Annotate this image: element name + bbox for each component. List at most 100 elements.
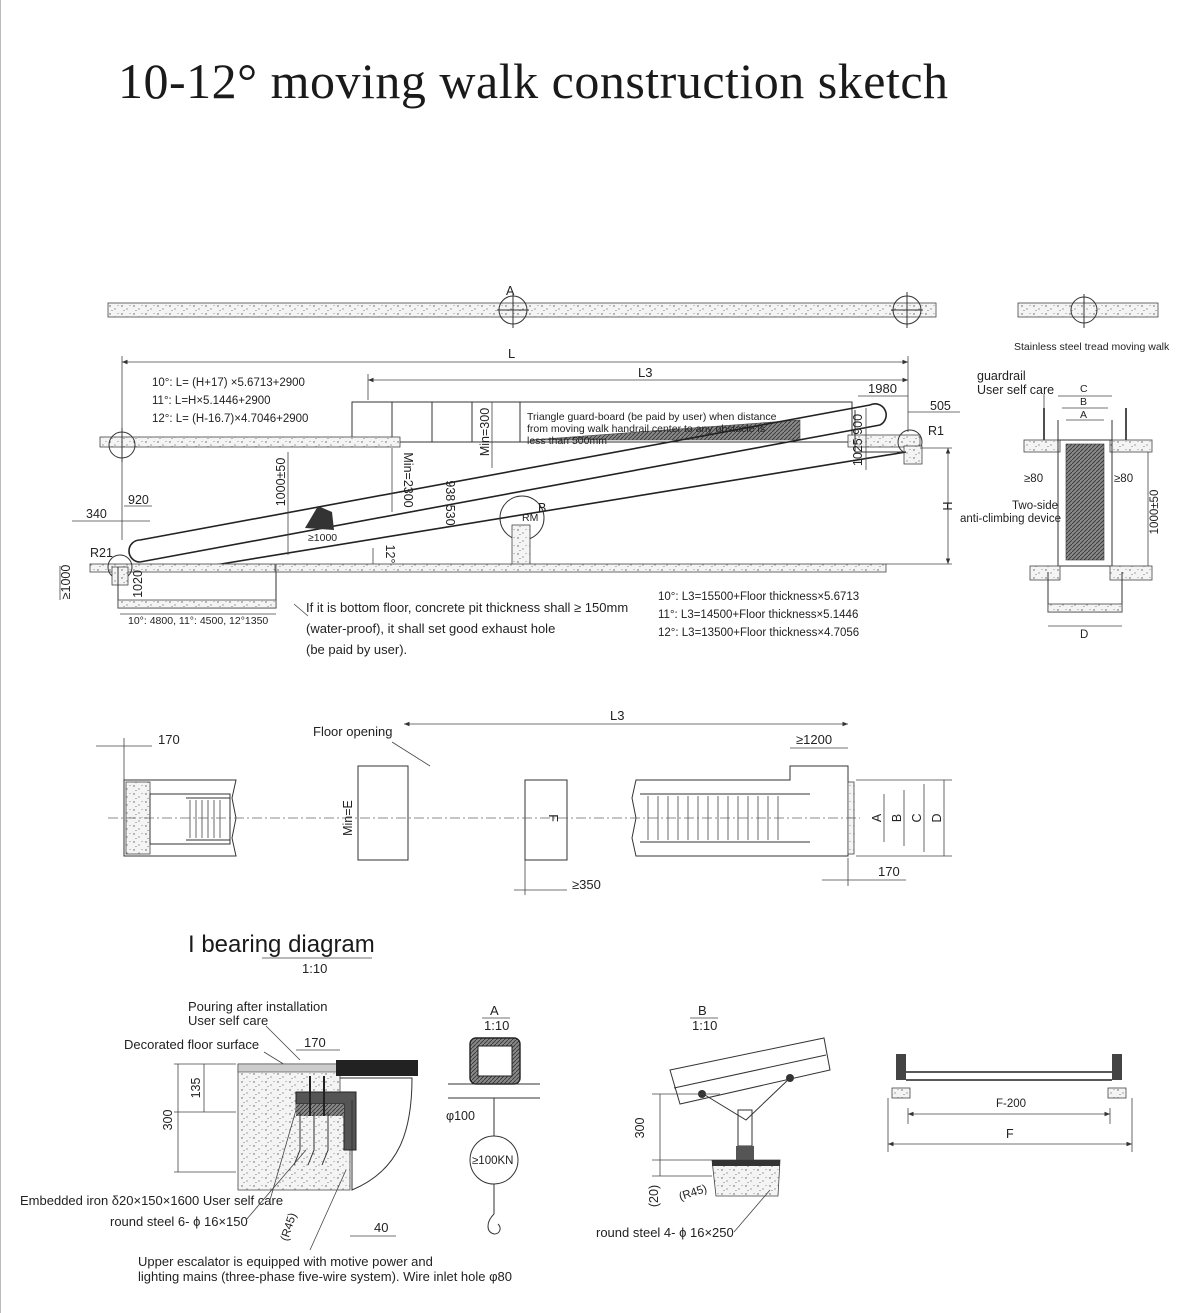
l3-formula-12deg: 12°: L3=13500+Floor thickness×4.7056 [658, 627, 859, 639]
bearing-slab [237, 1063, 351, 1191]
label-505: 505 [930, 399, 951, 413]
detail-b: B 1:10 300 (20) (R45) round steel 4- ϕ 1… [596, 1003, 831, 1240]
bearing-pouring: Pouring after installation [188, 999, 327, 1014]
pit-note-1: If it is bottom floor, concrete pit thic… [306, 600, 628, 615]
plan-l3: L3 [610, 708, 624, 723]
label-bottom-span: 10°: 4800, 11°: 4500, 12°1350 [128, 615, 268, 627]
plan-c: C [910, 813, 924, 822]
triangle-guard-board [529, 419, 801, 441]
plan-floor-opening: Floor opening [313, 724, 393, 739]
label-l3: L3 [638, 365, 652, 380]
bearing-embedded: Embedded iron δ20×150×1600 User self car… [20, 1193, 283, 1208]
side-section: Stainless steel tread moving walk guardr… [960, 294, 1170, 641]
detail-a: A 1:10 φ100 ≥100KN [446, 1003, 540, 1235]
side-title: Stainless steel tread moving walk [1014, 341, 1170, 353]
truss-handrail-line [139, 424, 881, 563]
side-label-c: C [1080, 383, 1088, 395]
bearing-truss-top [336, 1060, 418, 1076]
truss-top-line [139, 404, 871, 541]
label-1000-50: 1000±50 [274, 458, 288, 507]
side-label-d: D [1080, 629, 1088, 641]
detail-b-label: B [698, 1003, 707, 1018]
guard-note-1: Triangle guard-board (be paid by user) w… [527, 411, 777, 423]
pit-note-2: (water-proof), it shall set good exhaust… [306, 621, 555, 636]
wedge-block [305, 506, 334, 530]
pit-note-3: (be paid by user). [306, 642, 407, 657]
support-view: F-200 F [887, 1054, 1133, 1152]
plan-gt1200: ≥1200 [796, 732, 832, 747]
side-label-a: A [1080, 409, 1087, 421]
bearing-scale: 1:10 [302, 961, 327, 976]
guard-note-2: from moving walk handrail center to any … [527, 423, 765, 435]
plan-170-right: 170 [878, 864, 900, 879]
side-guardrail: guardrail [977, 369, 1026, 383]
label-ge1000-v: ≥1000 [59, 565, 73, 600]
label-1020: 1020 [131, 570, 145, 598]
plan-view: 170 Floor opening L3 ≥1200 Min=E [96, 708, 952, 895]
label-l: L [508, 346, 515, 361]
label-1025-900: 1025 900 [851, 414, 865, 466]
formula-11deg: 11°: L=H×5.1446+2900 [152, 395, 271, 407]
label-920: 920 [128, 493, 149, 507]
plan-b: B [890, 814, 904, 822]
label-340: 340 [86, 507, 107, 521]
side-two-side: Two-side [1012, 500, 1058, 512]
side-user-self-care: User self care [977, 383, 1054, 397]
detail-b-20: (20) [647, 1185, 661, 1207]
page-border [0, 0, 1, 1313]
label-b: B [538, 501, 546, 515]
formula-10deg: 10°: L= (H+17) ×5.6713+2900 [152, 377, 305, 389]
side-1000-50: 1000±50 [1149, 490, 1161, 535]
detail-a-load: ≥100KN [472, 1155, 513, 1167]
plan-d: D [930, 813, 944, 822]
bearing-300: 300 [161, 1110, 175, 1131]
l3-formula-11deg: 11°: L3=14500+Floor thickness×5.1446 [658, 609, 858, 621]
label-12deg: 12° [383, 545, 397, 564]
plan-mid-support [524, 779, 568, 861]
detail-b-scale: 1:10 [692, 1018, 717, 1033]
bearing-user-self-care: User self care [188, 1013, 268, 1028]
side-gt80-right: ≥80 [1114, 473, 1133, 485]
bearing-135: 135 [189, 1078, 203, 1099]
main-section: A L L3 1980 505 R1 10°: L= (H+17) ×5.671… [59, 284, 960, 657]
truss-bottom-line [214, 451, 907, 566]
lower-floor-left [89, 563, 276, 573]
plan-floor-opening-box [357, 765, 409, 861]
bearing-upper-note-1: Upper escalator is equipped with motive … [138, 1254, 433, 1269]
detail-b-truss [669, 1037, 831, 1105]
bearing-round-steel: round steel 6- ϕ 16×150 [110, 1214, 248, 1229]
bearing-title: I bearing diagram [188, 931, 375, 958]
bearing-170: 170 [304, 1035, 326, 1050]
l3-formula-10deg: 10°: L3=15500+Floor thickness×5.6713 [658, 591, 859, 603]
side-anti-climbing: anti-climbing device [960, 513, 1061, 525]
formula-12deg: 12°: L= (H-16.7)×4.7046+2900 [152, 413, 308, 425]
label-938-530: 938 530 [443, 480, 457, 525]
label-a: A [506, 284, 515, 298]
bearing-decorated: Decorated floor surface [124, 1037, 259, 1052]
handrail-panel [351, 401, 853, 443]
label-r21: R21 [90, 546, 113, 560]
detail-b-300: 300 [633, 1118, 647, 1139]
upper-floor-left [99, 436, 401, 448]
detail-b-round-steel: round steel 4- ϕ 16×250 [596, 1225, 734, 1240]
detail-a-scale: 1:10 [484, 1018, 509, 1033]
page-title: 10-12° moving walk construction sketch [118, 53, 949, 109]
detail-a-label: A [490, 1003, 499, 1018]
bearing-diagram: I bearing diagram 1:10 Pouring after ins… [20, 931, 512, 1284]
side-tread [1065, 443, 1105, 561]
label-ge1000-h: ≥1000 [308, 532, 337, 544]
support-f200: F-200 [996, 1098, 1026, 1110]
plan-a: A [870, 813, 884, 822]
plan-gt350: ≥350 [572, 877, 601, 892]
label-h: H [940, 501, 954, 510]
lower-floor [275, 563, 887, 573]
side-label-b: B [1080, 396, 1087, 408]
bearing-upper-note-2: lighting mains (three-phase five-wire sy… [138, 1269, 512, 1284]
bearing-40: 40 [374, 1220, 388, 1235]
label-rm: RM [522, 512, 538, 524]
guard-note-3: less than 500mm [527, 435, 607, 447]
label-min2300: Min=2300 [401, 452, 415, 507]
detail-b-r45: (R45) [678, 1183, 709, 1203]
